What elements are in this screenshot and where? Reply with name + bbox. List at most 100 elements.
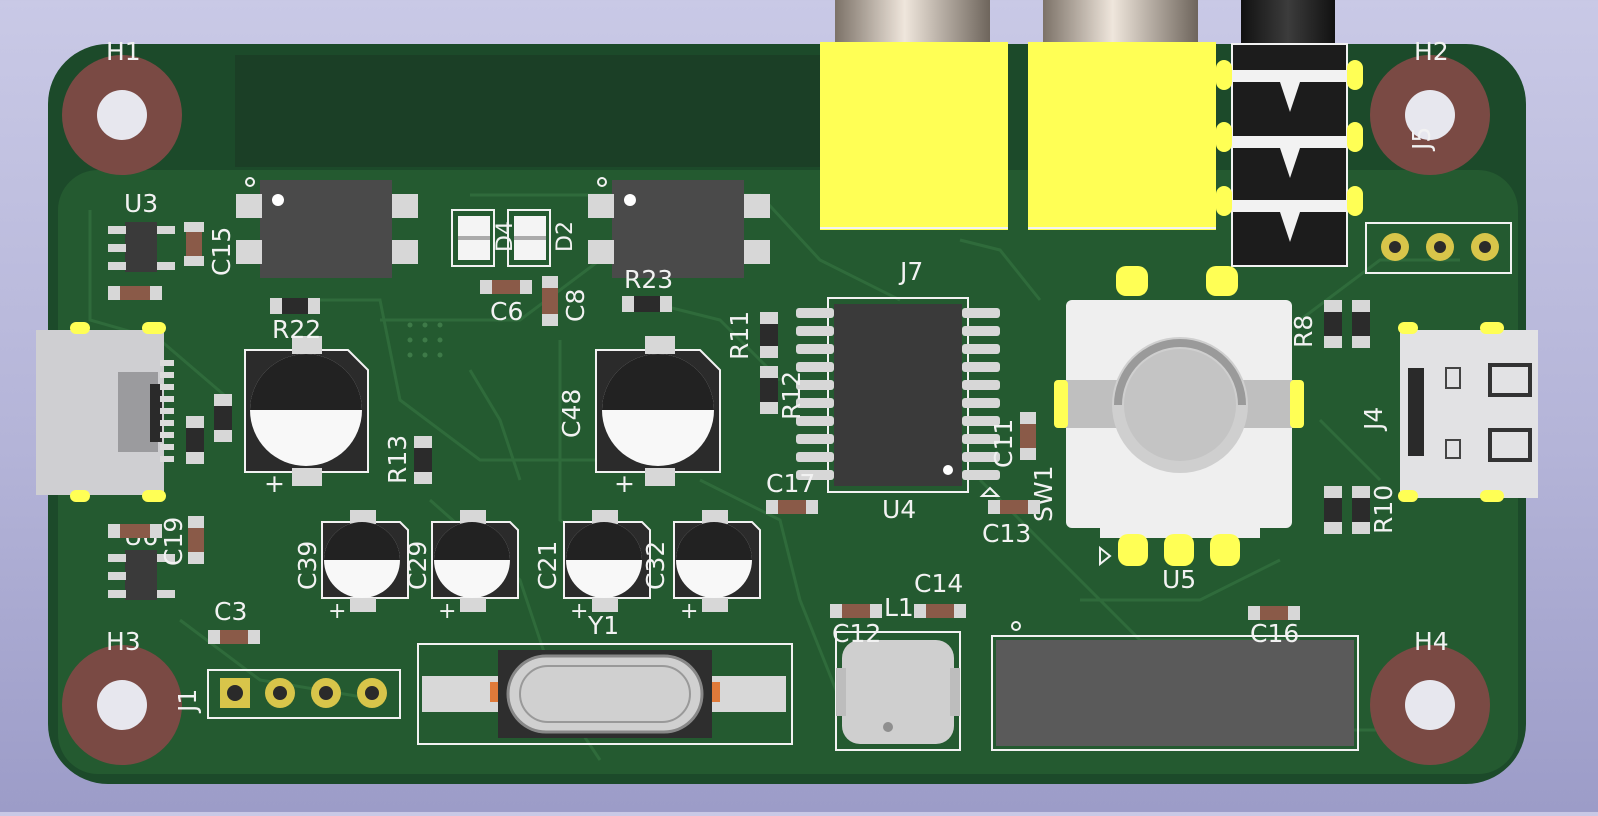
c15: C15 — [184, 222, 236, 276]
crystal-icon — [506, 654, 704, 734]
cap-large-left: + — [244, 336, 369, 498]
polarity-plus: + — [438, 599, 456, 624]
r12: R12 — [760, 366, 806, 420]
polarity-plus: + — [614, 469, 635, 498]
c17: C17 — [766, 469, 818, 514]
cap-c39: C39 + — [293, 510, 409, 624]
label-j7: J7 — [898, 257, 923, 286]
inductor-icon — [842, 640, 954, 744]
ic-chip-icon — [125, 550, 157, 600]
r11: R11 — [725, 311, 778, 360]
label-c21: C21 — [533, 541, 562, 590]
label-c6: C6 — [490, 297, 523, 326]
audio-jack-j5: J5 — [1216, 43, 1436, 267]
ic-chip-icon — [125, 222, 157, 272]
label-h2: H2 — [1414, 37, 1449, 66]
ic-u4: J7 U4 C11 — [796, 257, 1018, 524]
label-r10: R10 — [1369, 485, 1398, 534]
c19: C19 — [159, 516, 204, 566]
label-j5: J5 — [1407, 127, 1436, 152]
via-grid — [407, 322, 443, 358]
c11-part — [1020, 412, 1036, 460]
rca-jack-icon — [820, 42, 1008, 230]
ic-top-left — [236, 177, 418, 278]
label-c15: C15 — [207, 227, 236, 276]
usb-c-left — [36, 322, 174, 502]
polarity-plus: + — [680, 599, 698, 624]
label-j1: J1 — [173, 689, 202, 714]
cap-c29: C29 + — [403, 510, 519, 624]
label-c8: C8 — [561, 289, 590, 322]
polarity-plus: + — [328, 599, 346, 624]
label-d2: D2 — [553, 221, 578, 252]
c8: C8 — [542, 276, 590, 326]
rca-jack-right — [1028, 42, 1216, 230]
r22: R22 — [270, 298, 321, 344]
cap-c21: C21 + — [533, 510, 651, 624]
label-c17: C17 — [766, 469, 815, 498]
label-h3: H3 — [106, 627, 141, 656]
c-under-usb — [108, 524, 162, 538]
c12-part — [830, 604, 882, 618]
label-h1: H1 — [106, 37, 141, 66]
cap-c32: C32 + — [641, 510, 761, 624]
ic-top-middle — [588, 177, 770, 278]
r8: R8 — [1289, 300, 1370, 348]
label-d4: D4 — [493, 221, 518, 252]
ic-u3: U3 — [108, 189, 175, 272]
label-c13: C13 — [982, 519, 1031, 548]
mounting-hole-h4: H4 — [1370, 627, 1490, 765]
label-l1: L1 — [884, 593, 914, 622]
polarity-plus: + — [264, 469, 285, 498]
r10: R10 — [1324, 485, 1398, 534]
label-c19: C19 — [159, 517, 188, 566]
label-c11: C11 — [989, 419, 1018, 468]
r23: R23 — [622, 265, 673, 312]
rca-jack-icon — [1028, 42, 1216, 230]
passives: C15 R22 R23 C6 C8 R11 — [108, 222, 1398, 644]
polarity-plus: + — [570, 599, 588, 624]
keepout-zone — [235, 55, 820, 167]
label-c48: C48 — [557, 389, 586, 438]
led-d4-d2: D4 D2 — [451, 209, 578, 267]
cap-c48: C48 + — [557, 336, 721, 498]
label-r12: R12 — [777, 371, 806, 420]
pin-header-top-right — [1365, 222, 1512, 274]
mounting-hole-h1: H1 — [62, 37, 182, 175]
label-r8: R8 — [1289, 315, 1318, 348]
r13: R13 — [383, 435, 432, 484]
label-r22: R22 — [272, 315, 321, 344]
ic-chip-icon — [996, 640, 1354, 746]
rotary-encoder-u5: U5 SW1 — [1029, 266, 1304, 594]
label-r13: R13 — [383, 435, 412, 484]
ic-chip-icon — [834, 304, 962, 486]
usb-c-right-j4: J4 — [1359, 322, 1538, 502]
pin-header-j1: J1 — [173, 669, 401, 719]
label-c32: C32 — [641, 541, 670, 590]
inductor-l1: L1 C12 — [832, 593, 961, 751]
crystal-y1: Y1 — [417, 611, 793, 745]
label-j4: J4 — [1359, 407, 1388, 432]
label-c29: C29 — [403, 541, 432, 590]
label-c3: C3 — [214, 597, 247, 626]
label-h4: H4 — [1414, 627, 1449, 656]
label-c16: C16 — [1250, 619, 1299, 648]
label-r23: R23 — [624, 265, 673, 294]
c14: C14 — [914, 569, 966, 618]
label-u3: U3 — [124, 189, 158, 218]
c13: C13 — [979, 486, 1040, 548]
label-c39: C39 — [293, 541, 322, 590]
c3: C3 — [208, 597, 260, 644]
label-r11: R11 — [725, 311, 754, 360]
r-under-u3 — [108, 286, 162, 300]
c6: C6 — [480, 280, 532, 326]
mounting-hole-h3: H3 — [62, 627, 182, 765]
label-y1: Y1 — [587, 611, 619, 640]
label-u5: U5 — [1162, 565, 1196, 594]
c16-part — [1248, 606, 1300, 620]
label-u4: U4 — [882, 495, 916, 524]
label-c12: C12 — [832, 619, 881, 648]
mounting-hole-h2: H2 — [1370, 37, 1490, 175]
